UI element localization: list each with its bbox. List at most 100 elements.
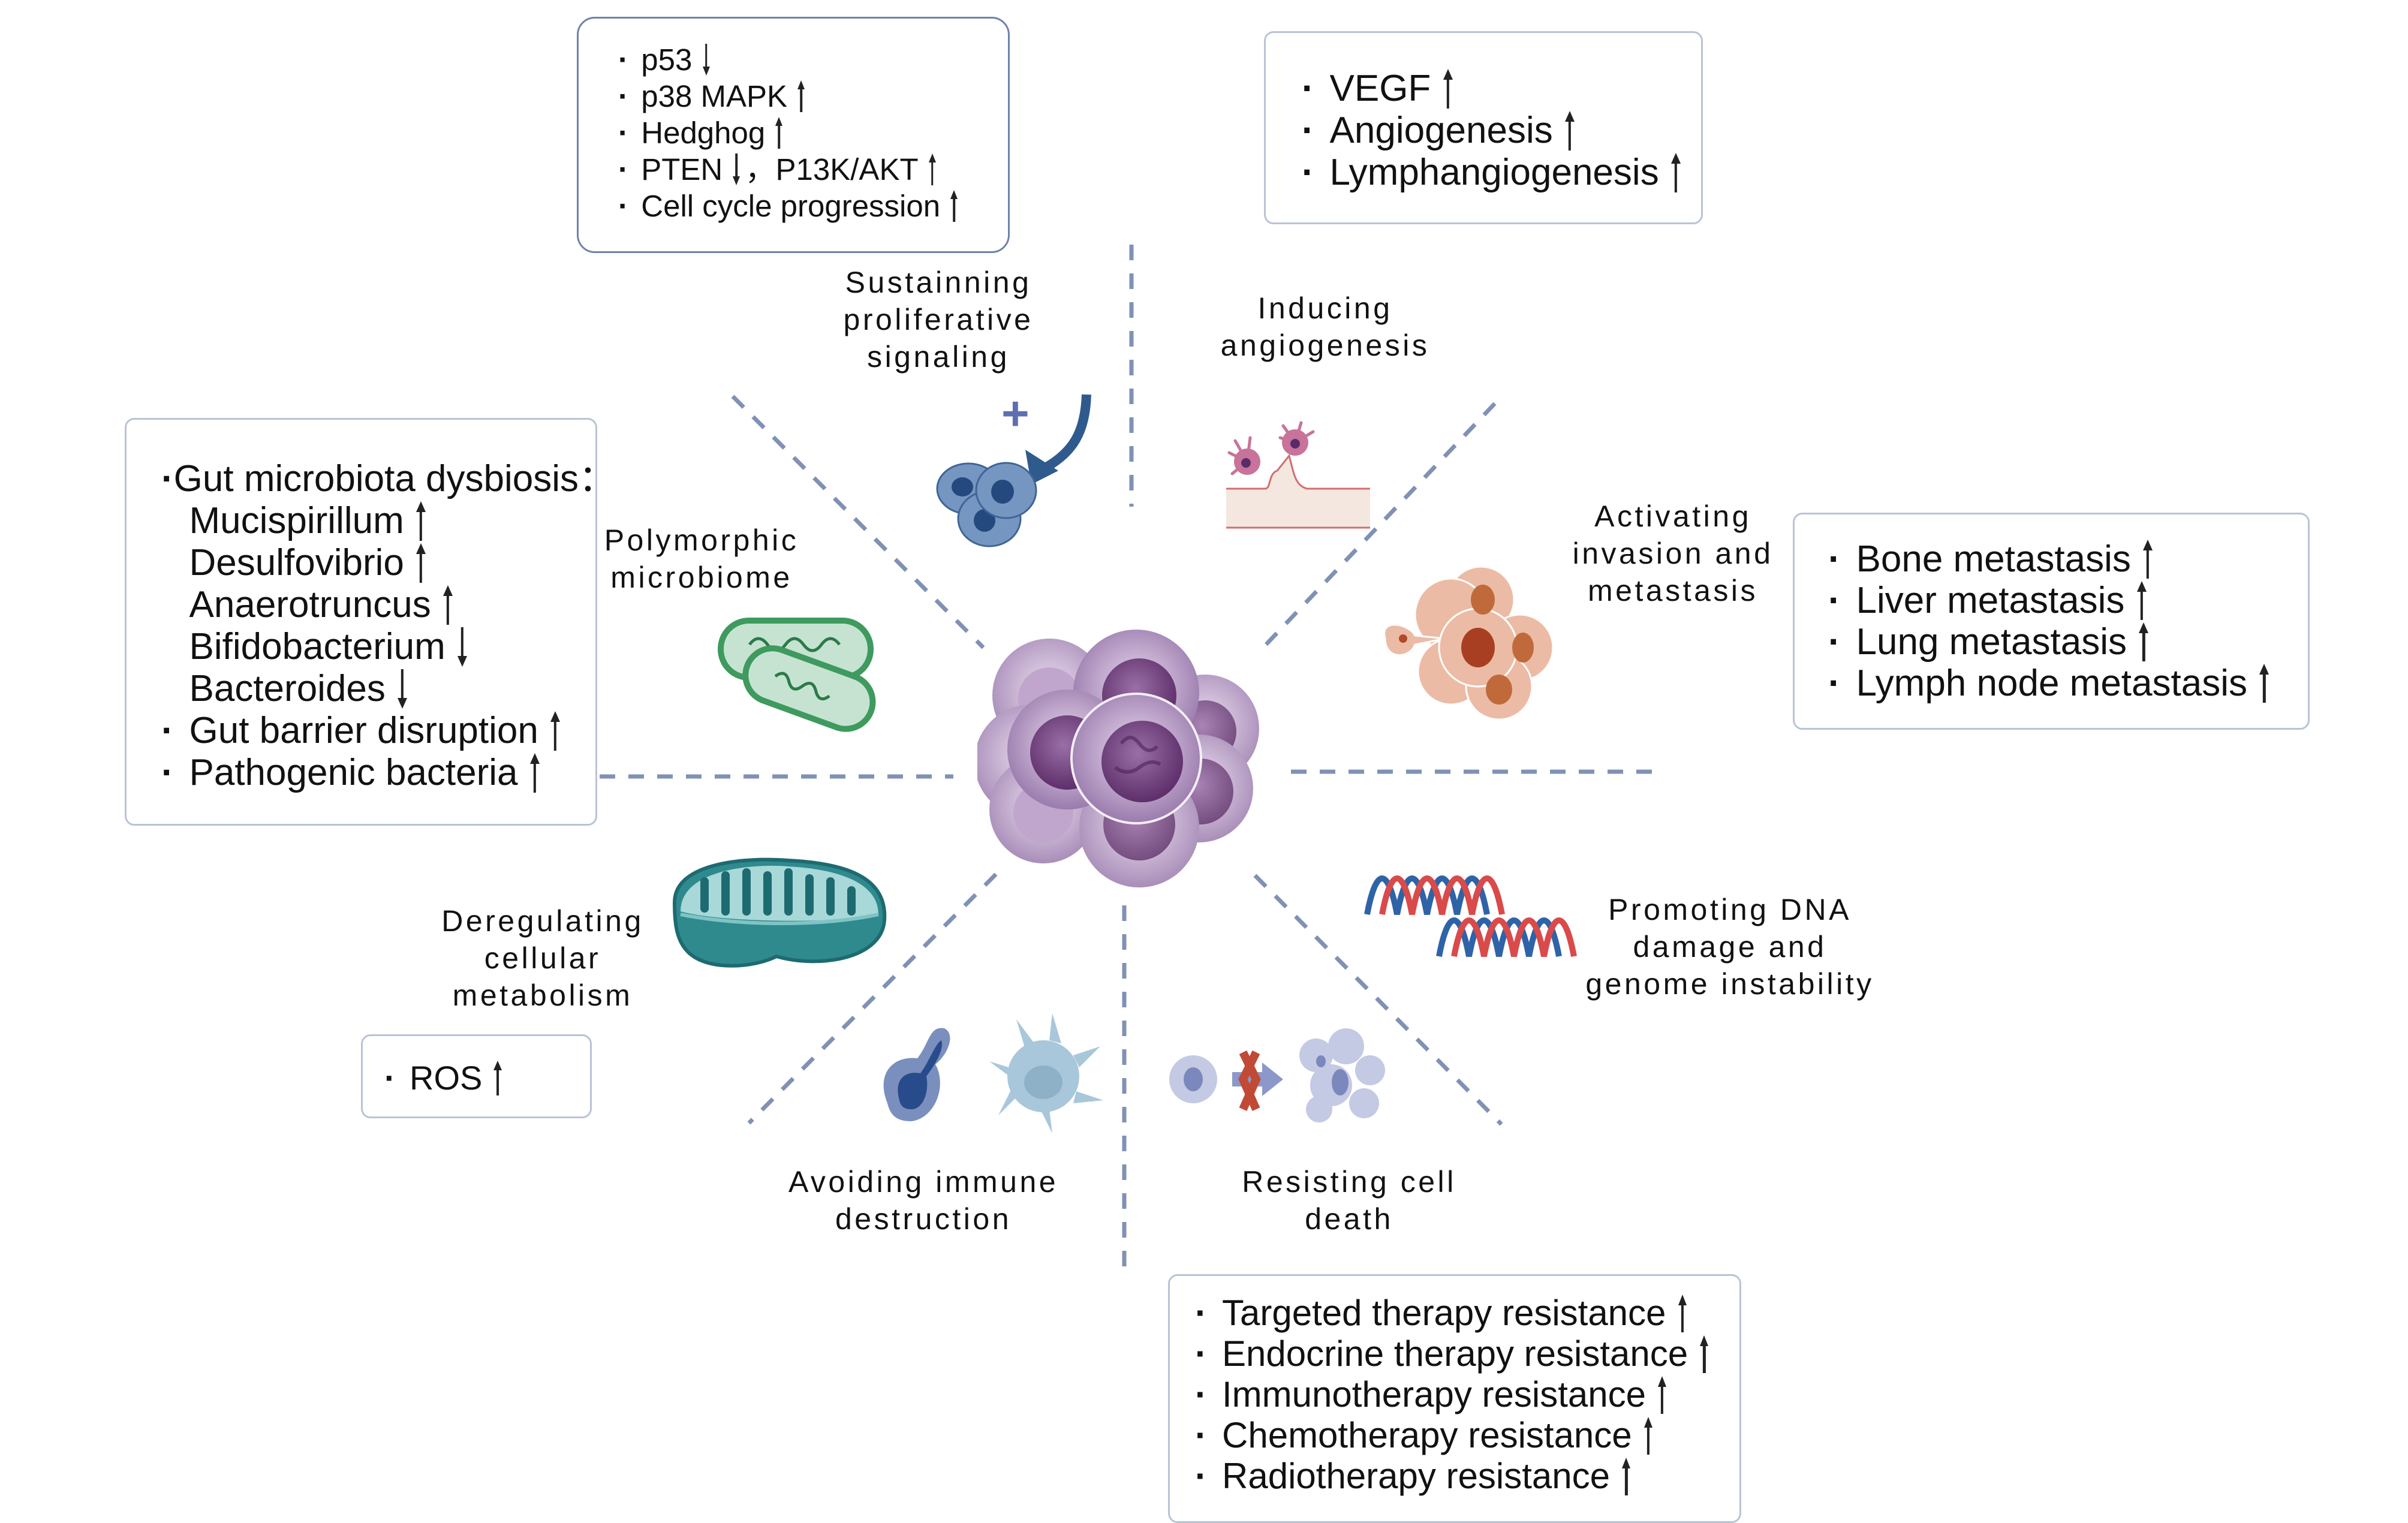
arrow-down-icon <box>392 669 413 708</box>
arrow-up-icon <box>1617 1458 1636 1495</box>
list-item: ·Lung metastasis <box>1828 621 2308 663</box>
bullet: · <box>1302 68 1314 109</box>
bullet: · <box>1302 110 1314 151</box>
arrow-up-icon <box>1638 1417 1658 1455</box>
item-text: Lung metastasis <box>1856 621 2127 663</box>
list-item: · VEGF <box>1302 68 1701 110</box>
label-promoting-dna-damage: Promoting DNA damage and genome instabil… <box>1565 891 1895 1003</box>
list-item: ·Gut barrier disruption <box>161 710 595 752</box>
dna-helix-icon <box>1364 875 1577 957</box>
list-item: ·Cell cycle progression <box>618 188 1008 224</box>
item-text: ROS <box>410 1059 483 1097</box>
arrow-up-icon <box>1694 1335 1714 1373</box>
arrow-up-icon <box>1437 69 1458 108</box>
label-line: Inducing <box>1257 291 1393 325</box>
bullet: · <box>618 116 628 150</box>
bullet: · <box>618 43 628 77</box>
arrow-up-icon <box>1653 1376 1672 1414</box>
arrow-up-icon <box>545 711 565 750</box>
item-text: Pathogenic bacteria <box>189 752 518 793</box>
divider-bottom-left <box>747 872 998 1125</box>
bullet: · <box>1195 1415 1207 1455</box>
arrow-up-icon <box>793 80 809 113</box>
arrow-up-icon <box>770 117 787 149</box>
label-line: genome instability <box>1585 967 1874 1001</box>
list-item: ·Angiogenesis <box>1302 110 1701 152</box>
label-line: proliferative <box>843 303 1034 336</box>
angiogenesis-list: ·VEGF·Angiogenesis·Lymphangiogenesis <box>1302 68 1701 194</box>
label-line: death <box>1305 1202 1393 1236</box>
item-text: Liver metastasis <box>1856 580 2125 621</box>
item-text: Radiotherapy resistance <box>1222 1456 1611 1496</box>
item-text: Bone metastasis <box>1856 538 2131 580</box>
invasion-metastasis-box: ·Bone metastasis · Liver metastasis·Lung m… <box>1793 513 2310 730</box>
arrow-up-icon <box>2254 664 2274 703</box>
list-item: ·Bone metastasis <box>1828 538 2308 580</box>
list-item: · Chemotherapy resistance <box>1195 1415 1739 1456</box>
label-resisting-cell-death: Resisting cell death <box>1223 1163 1475 1238</box>
label-line: destruction <box>835 1202 1012 1236</box>
list-item: ·p38 MAPK <box>618 78 1008 115</box>
label-inducing-angiogenesis: Inducing angiogenesis <box>1205 290 1445 364</box>
metastatic-cells-icon <box>1383 565 1554 720</box>
bullet: · <box>161 752 174 793</box>
item-text: Hedghog <box>641 116 766 150</box>
metabolism-box: · ROS <box>361 1034 592 1118</box>
item-text: Bacteroides <box>189 668 386 709</box>
item-text: Lymphangiogenesis <box>1329 152 1659 193</box>
list-item: ·Endocrine therapy resistance <box>1195 1334 1739 1374</box>
item-text: p38 MAPK <box>641 79 788 113</box>
list-item: ·Lymphangiogenesis <box>1302 152 1701 194</box>
arrow-down-icon <box>698 44 715 76</box>
proliferative-signaling-list: ·p53·p38 MAPK·Hedghog·PTEN，P13K/AKT·Cell… <box>618 41 1008 224</box>
arrow-down-icon <box>452 627 472 666</box>
arrow-up-icon <box>2138 540 2158 579</box>
blood-vessel-sprouting-icon <box>1226 421 1370 529</box>
label-sustaining-proliferative-signaling: Sustainning proliferative signaling <box>821 264 1055 375</box>
arrow-up-icon <box>1666 153 1686 192</box>
arrow-up-icon <box>411 501 431 540</box>
arrow-up-icon <box>2133 622 2154 661</box>
metabolism-list: · ROS <box>384 1059 590 1097</box>
arrow-up-icon <box>488 1061 507 1096</box>
bullet: · <box>384 1059 396 1097</box>
divider-top-left <box>731 395 985 649</box>
list-item: Mucispirillum <box>161 500 595 542</box>
label-line: Avoiding immune <box>788 1165 1059 1199</box>
list-item: · Radiotherapy resistance <box>1195 1456 1739 1497</box>
arrow-up-icon <box>1672 1295 1692 1332</box>
label-line: invasion and <box>1572 537 1774 570</box>
bullet: · <box>1195 1456 1207 1496</box>
item-text: Gut microbiota dysbiosis： <box>173 458 616 499</box>
arrow-up-icon <box>924 153 941 186</box>
label-line: Polymorphic <box>604 523 799 557</box>
list-item: Desulfovibrio <box>161 542 595 584</box>
item-text: Chemotherapy resistance <box>1222 1415 1632 1455</box>
arrow-up-icon <box>1560 111 1580 150</box>
list-item: ·PTEN，P13K/AKT <box>618 151 1008 188</box>
list-item: · Pathogenic bacteria <box>161 752 595 794</box>
bacteria-icon <box>718 618 876 732</box>
list-item: ·Gut microbiota dysbiosis： <box>161 458 616 500</box>
list-item: · Hedghog <box>618 115 1008 151</box>
list-item: Bacteroides <box>161 668 595 710</box>
bullet: · <box>618 189 628 223</box>
cell-death-list: ·Targeted therapy resistance·Endocrine t… <box>1195 1293 1739 1497</box>
item-text: VEGF <box>1329 68 1431 109</box>
item-text-secondary: ，P13K/AKT <box>745 152 919 186</box>
label-line: cellular <box>484 941 601 975</box>
label-line: Promoting DNA <box>1608 893 1852 926</box>
item-text: PTEN <box>641 152 723 186</box>
label-line: Deregulating <box>441 904 644 938</box>
mitochondrion-icon <box>672 857 887 968</box>
cell-death-box: ·Targeted therapy resistance·Endocrine t… <box>1168 1274 1741 1523</box>
bullet: · <box>1828 663 1841 704</box>
label-line: metabolism <box>452 979 633 1012</box>
item-text: Mucispirillum <box>189 500 404 541</box>
bullet: · <box>161 458 174 499</box>
list-item: ·p53 <box>618 41 1008 78</box>
label-line: metastasis <box>1588 574 1758 607</box>
